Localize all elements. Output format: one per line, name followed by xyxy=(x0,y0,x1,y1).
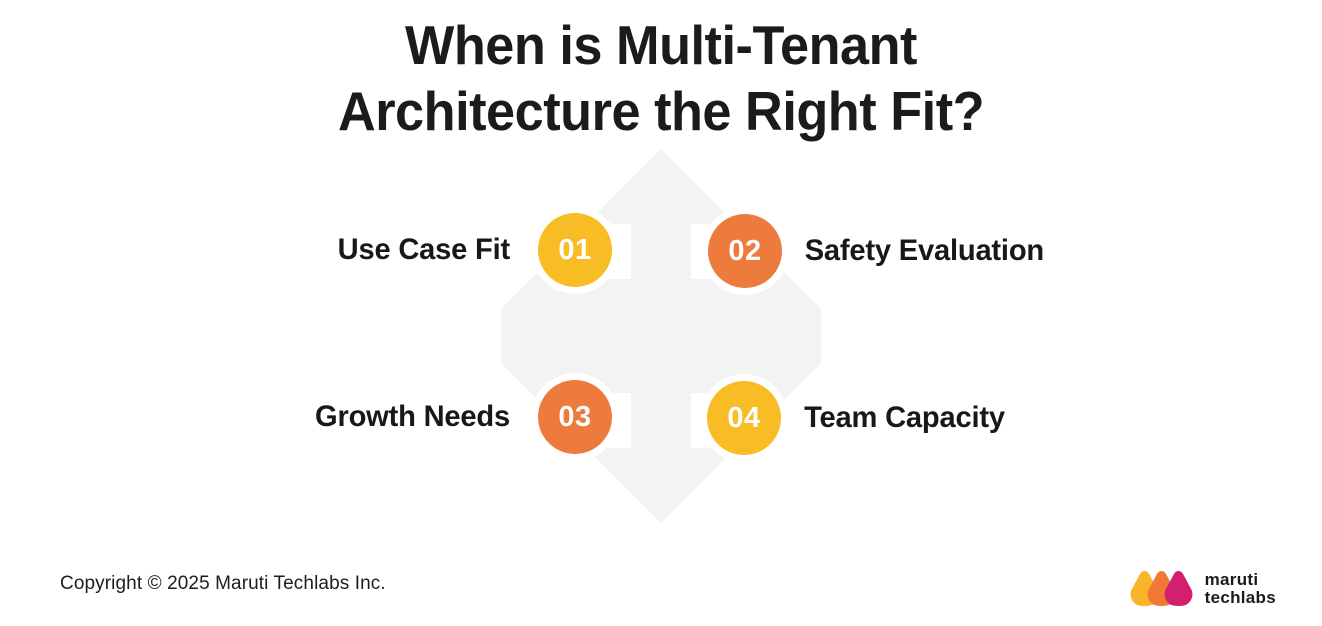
logo-wordmark-line-1: maruti xyxy=(1204,569,1259,589)
matrix-item-03[interactable]: Growth Needs 03 xyxy=(200,380,612,454)
matrix-item-03-label: Growth Needs xyxy=(315,400,510,433)
matrix-item-04-number: 04 xyxy=(727,401,761,434)
matrix-item-04-badge: 04 xyxy=(707,381,781,455)
page-title-line-1: When is Multi-Tenant xyxy=(405,14,917,76)
matrix-item-02[interactable]: 02 Safety Evaluation xyxy=(708,214,1138,288)
matrix-item-03-number: 03 xyxy=(558,400,592,433)
matrix-item-02-number: 02 xyxy=(728,234,762,267)
matrix-item-01-badge: 01 xyxy=(538,213,612,287)
logo-wordmark-line-2: techlabs xyxy=(1204,587,1276,607)
matrix-item-02-badge: 02 xyxy=(708,214,782,288)
matrix-item-04[interactable]: 04 Team Capacity xyxy=(707,381,1127,455)
matrix-item-04-label: Team Capacity xyxy=(804,401,1005,434)
maruti-techlabs-logo: maruti techlabs xyxy=(1130,569,1276,608)
matrix-item-03-badge: 03 xyxy=(538,380,612,454)
matrix-item-02-label: Safety Evaluation xyxy=(804,234,1044,267)
logo-wordmark: maruti techlabs xyxy=(1204,569,1276,607)
copyright-text: Copyright © 2025 Maruti Techlabs Inc. xyxy=(60,573,386,594)
page-title: When is Multi-Tenant Architecture the Ri… xyxy=(186,12,1136,144)
matrix-item-01[interactable]: Use Case Fit 01 xyxy=(230,213,612,287)
matrix-item-01-number: 01 xyxy=(558,233,592,266)
matrix-item-01-label: Use Case Fit xyxy=(337,233,511,266)
page-title-line-2: Architecture the Right Fit? xyxy=(337,80,985,142)
logo-mark-icon xyxy=(1130,571,1193,606)
four-way-arrow-icon xyxy=(470,145,852,527)
